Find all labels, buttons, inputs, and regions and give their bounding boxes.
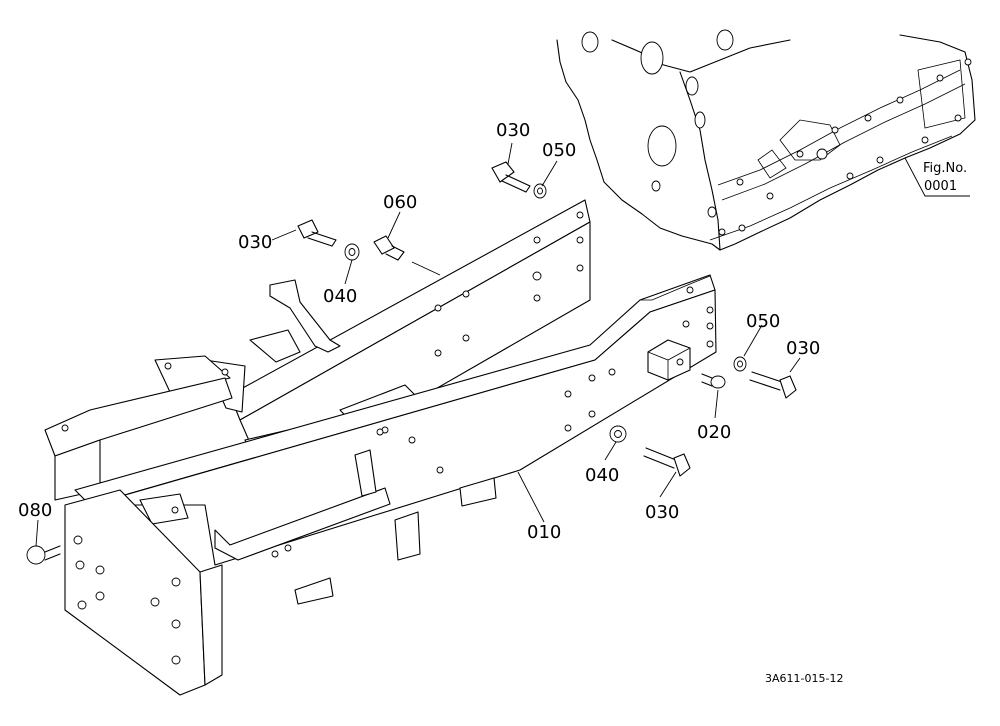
leader-lines: [35, 142, 970, 547]
callout-030-top: 030: [496, 120, 530, 141]
callout-060: 060: [383, 192, 417, 213]
callout-030-left: 030: [238, 232, 272, 253]
callout-labels: 030 050 060 030 040 050 030 020 040 030 …: [18, 120, 820, 543]
callout-020: 020: [697, 422, 731, 443]
callout-080: 080: [18, 500, 52, 521]
fig-no-label: Fig.No.: [923, 161, 967, 176]
callout-030-right: 030: [786, 338, 820, 359]
callout-010: 010: [527, 522, 561, 543]
fig-no-number: 0001: [924, 179, 957, 194]
callout-030-bottom: 030: [645, 502, 679, 523]
frame-left-rail: [229, 199, 591, 471]
left-rail-brackets: [154, 279, 341, 413]
drawing-code: 3A611-015-12: [765, 672, 843, 685]
bolt-030-top-icon: [491, 161, 531, 193]
callout-040-right: 040: [585, 465, 619, 486]
fitting-060-icon: [373, 235, 405, 261]
right-rail-brackets: [139, 428, 497, 605]
frame-right-rail: [74, 274, 717, 566]
callout-050-right: 050: [746, 311, 780, 332]
callout-040-left: 040: [323, 286, 357, 307]
engine-block-outline: [556, 29, 976, 251]
figure-reference: Fig.No. 0001: [923, 161, 967, 194]
bolt-020-icon: [701, 373, 726, 389]
washer-040-right-icon: [609, 425, 627, 443]
callout-050-top: 050: [542, 140, 576, 161]
front-plate: [64, 489, 223, 696]
washer-050-top-icon: [533, 183, 547, 199]
bolt-030-bottom-icon: [643, 447, 691, 477]
bolt-030-left-icon: [297, 219, 337, 247]
plug-080-icon: [26, 545, 61, 565]
washer-040-left-icon: [344, 243, 360, 261]
washer-050-right-icon: [733, 356, 747, 372]
spacer-block: [647, 339, 691, 381]
bolt-030-right-icon: [749, 371, 797, 399]
